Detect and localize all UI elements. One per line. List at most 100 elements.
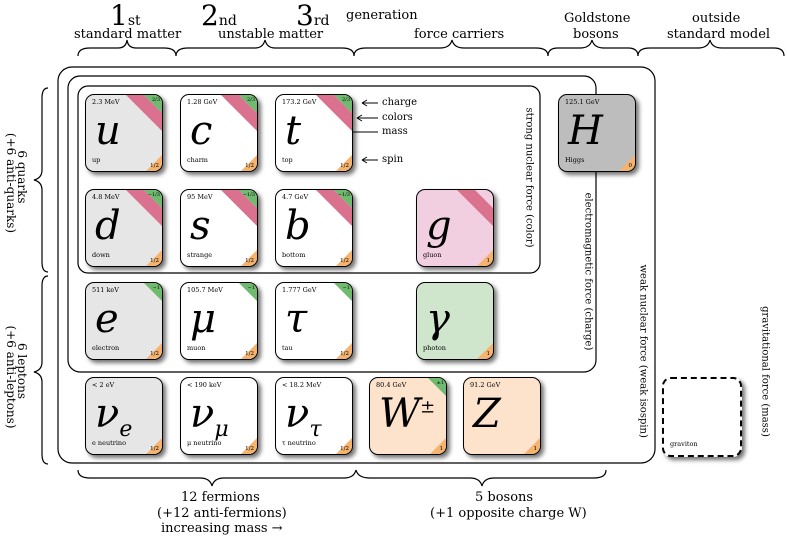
particle-symbol: t: [285, 111, 301, 151]
particle-symbol: c: [190, 111, 212, 151]
spin-corner: [336, 343, 352, 359]
spin-corner: [146, 343, 162, 359]
particle-charge: 2/3: [151, 97, 160, 103]
particle-name: e neutrino: [92, 439, 127, 447]
card-corners: [428, 378, 446, 454]
spin-corner: [524, 438, 540, 454]
particle-name: photon: [423, 344, 446, 352]
opposite-charge-label: (+1 opposite charge W): [430, 506, 587, 521]
particle-mass: 125.1 GeV: [565, 98, 600, 106]
spin-corner: [241, 250, 257, 266]
strong-force-label: strong nuclear force (color): [523, 107, 535, 248]
particle-spin: 1: [486, 258, 491, 264]
spin-corner: [477, 250, 493, 266]
charge-corner: [239, 190, 257, 208]
spin-corner: [336, 250, 352, 266]
bosons-label: bosons: [573, 27, 619, 42]
particle-symbol: Z: [473, 394, 501, 434]
particle-spin: 1/2: [245, 351, 254, 357]
spin-corner: [241, 343, 257, 359]
charge-corner: [428, 378, 446, 396]
charge-corner: [144, 283, 162, 301]
particle-mass: < 2 eV: [92, 381, 115, 389]
card-corners: [221, 95, 257, 171]
symbol-main: u: [95, 108, 121, 154]
spin-corner: [477, 343, 493, 359]
particle-mass: 95 MeV: [187, 193, 213, 201]
outside-label: outside: [692, 11, 741, 26]
symbol-main: b: [285, 203, 311, 249]
card-corners: [221, 190, 257, 266]
particle-name: gluon: [423, 251, 442, 259]
symbol-sup: ±: [420, 396, 436, 418]
particle-symbol: b: [285, 206, 311, 246]
particle-spin: 1/2: [245, 258, 254, 264]
particle-name: muon: [187, 344, 206, 352]
card-corners: [336, 438, 352, 454]
card-corners: [524, 438, 540, 454]
particle-symbol: u: [95, 111, 121, 151]
particle-charge: ±1: [436, 380, 444, 386]
particle-mass: 4.7 GeV: [282, 193, 309, 201]
gen1-label: 1st: [110, 0, 141, 32]
particle-symbol: W±: [379, 394, 435, 434]
card-corners: [126, 190, 162, 266]
symbol-sub: τ: [309, 417, 322, 442]
symbol-main: d: [95, 203, 121, 249]
symbol-main: ν: [190, 391, 215, 437]
particle-charge: 2/3: [246, 97, 255, 103]
particle-name: tau: [282, 344, 293, 352]
brace-leptons: [33, 275, 49, 465]
symbol-main: H: [568, 108, 603, 154]
particle-symbol: s: [190, 206, 211, 246]
particle-spin: 1: [533, 446, 538, 452]
particle-symbol: μ: [190, 299, 216, 339]
symbol-main: ν: [95, 391, 120, 437]
anti-fermions-label: (+12 anti-fermions): [157, 506, 287, 521]
symbol-main: W: [379, 391, 421, 437]
em-force-box: [67, 75, 597, 373]
card-corners: [619, 155, 635, 171]
particle-symbol: γ: [426, 299, 450, 339]
goldstone-label: Goldstone: [564, 11, 631, 26]
particle-name: charm: [187, 156, 208, 164]
brace-goldstone: [547, 39, 639, 57]
particle-spin: 1: [439, 446, 444, 452]
gen2-label: 2nd: [201, 0, 237, 32]
particle-name: Higgs: [565, 156, 585, 164]
symbol-sub: e: [119, 417, 133, 442]
particle-name: graviton: [670, 440, 698, 448]
particle-mass: 511 keV: [92, 286, 119, 294]
spin-corner: [336, 438, 352, 454]
symbol-main: ν: [285, 391, 310, 437]
particle-name: strange: [187, 251, 213, 259]
particle-spin: 1/2: [150, 351, 159, 357]
spin-corner: [146, 438, 162, 454]
spin-corner: [146, 250, 162, 266]
particle-mass: 80.4 GeV: [376, 381, 407, 389]
increasing-mass-label: increasing mass →: [161, 521, 283, 536]
particle-symbol: νμ: [190, 394, 229, 441]
symbol-main: γ: [426, 296, 450, 342]
brace-standard-matter: [77, 39, 177, 57]
symbol-main: s: [190, 203, 211, 249]
card-corners: [144, 283, 162, 359]
legend-charge: charge: [382, 97, 418, 108]
fermions-label: 12 fermions: [181, 490, 260, 505]
particle-name: electron: [92, 344, 120, 352]
particle-mass: 1.28 GeV: [187, 98, 218, 106]
particle-card-graviton: graviton: [662, 377, 742, 457]
card-corners: [477, 343, 493, 359]
charge-corner: [334, 283, 352, 301]
card-corners: [241, 438, 257, 454]
particle-spin: 1/2: [340, 258, 349, 264]
grav-force-label: gravitational force (mass): [759, 306, 771, 437]
